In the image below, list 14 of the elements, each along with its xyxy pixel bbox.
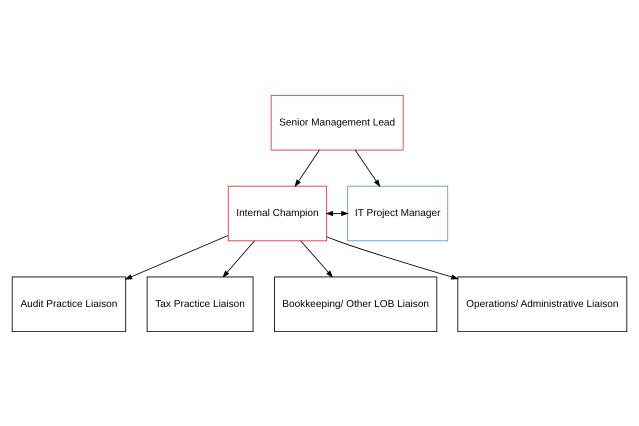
arrow: [294, 149, 320, 187]
arrow: [124, 234, 228, 280]
node-box: Operations/ Administrative Liaison: [457, 276, 628, 332]
node-box: Tax Practice Liaison: [146, 276, 254, 332]
node-box: Audit Practice Liaison: [12, 276, 126, 332]
arrow: [326, 210, 349, 216]
arrow: [222, 240, 255, 278]
node-box: Internal Champion: [228, 185, 328, 241]
arrow: [354, 149, 380, 187]
arrow: [326, 236, 459, 279]
node-box: IT Project Manager: [347, 185, 448, 241]
arrow: [300, 240, 334, 278]
node-box: Senior Management Lead: [270, 94, 404, 150]
node-box: Bookkeeping/ Other LOB Liaison: [274, 276, 438, 332]
